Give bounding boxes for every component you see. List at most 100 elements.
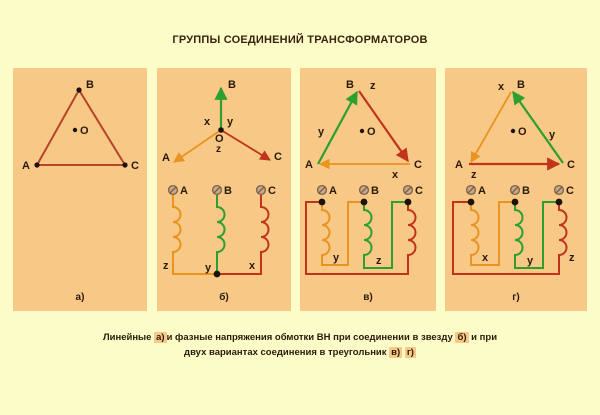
terminal-label-b: B	[371, 185, 379, 197]
star-end-label-y: y	[227, 116, 234, 128]
star-center-node	[218, 127, 224, 133]
vertex-label-c: C	[131, 160, 139, 172]
caption-line1-part1: Линейные	[102, 332, 152, 343]
coil-a	[470, 201, 515, 266]
coil-c	[305, 201, 417, 275]
coil-a-end-label: x	[482, 252, 489, 264]
coil-c-end-label: x	[249, 260, 256, 272]
delta-edge-label-x: x	[498, 81, 505, 93]
node-a	[318, 198, 326, 206]
terminal-label-c: C	[566, 185, 574, 197]
delta-vertex-b: B	[517, 79, 525, 91]
caption-tag-b: б)	[455, 332, 469, 343]
center-label-o: O	[518, 126, 527, 138]
delta-edge-cb	[512, 90, 564, 164]
terminal-a: A	[167, 184, 188, 197]
center-label-o: O	[80, 125, 89, 137]
delta-edge-label-y: y	[318, 126, 325, 138]
figure-caption: Линейные а)и фазные напряжения обмотки В…	[0, 330, 600, 360]
terminal-b: B	[509, 184, 530, 197]
node-b	[360, 198, 368, 206]
terminal-c: C	[255, 184, 276, 197]
panel-v-letter: в)	[363, 292, 373, 303]
vertex-dot-b	[76, 87, 82, 93]
terminal-c: C	[402, 184, 423, 197]
star-end-label-x: x	[204, 116, 211, 128]
coil-a	[321, 201, 364, 266]
star-tip-label-b: B	[228, 79, 236, 91]
caption-tag-g: г)	[404, 347, 416, 358]
terminal-label-b: B	[224, 185, 232, 197]
panel-a: A B C O а)	[13, 68, 147, 311]
delta-edge-label-z: z	[370, 80, 376, 92]
neutral-node	[213, 270, 221, 278]
panel-a-letter: а)	[75, 292, 85, 303]
center-dot-o	[510, 128, 516, 134]
panel-b-letter: б)	[219, 292, 229, 303]
caption-line1-part3: и при	[471, 332, 498, 343]
star-end-label-z: z	[216, 144, 221, 155]
terminal-label-b: B	[522, 185, 530, 197]
panel-v-diagram: O A B C y z x A B C	[305, 79, 423, 275]
panel-g-letter: г)	[512, 292, 520, 303]
delta-edge-label-z: z	[471, 169, 477, 181]
panel-a-vector-diagram: A B C O	[22, 79, 139, 172]
terminal-label-a: A	[180, 185, 188, 197]
star-center-label-o: O	[215, 133, 224, 145]
star-tip-label-c: C	[274, 151, 282, 163]
panel-g: O A B C x y z A B C	[445, 68, 587, 311]
terminal-label-a: A	[329, 185, 337, 197]
caption-line2-part1: двух вариантах соединения в треугольник	[184, 347, 387, 358]
terminal-a: A	[316, 184, 337, 197]
vertex-label-b: B	[86, 79, 94, 91]
coil-c	[217, 195, 270, 275]
coil-b	[363, 201, 408, 269]
vertex-dot-a	[34, 162, 40, 168]
coil-b-end-label: y	[205, 262, 212, 274]
coil-a-end-label: y	[333, 252, 340, 264]
terminal-b: B	[211, 184, 232, 197]
coil-a	[172, 195, 221, 275]
terminal-a: A	[465, 184, 486, 197]
delta-edge-label-y: y	[549, 129, 556, 141]
delta-edge-label-x: x	[392, 169, 399, 181]
delta-vertex-c: C	[567, 159, 575, 171]
node-c	[404, 198, 412, 206]
delta-vertex-c: C	[414, 159, 422, 171]
delta-edge-ab	[317, 90, 358, 165]
panel-b: B A C x y O z A B C	[157, 68, 291, 311]
coil-b	[514, 201, 559, 269]
vertex-dot-c	[122, 162, 128, 168]
coil-b	[216, 195, 226, 274]
page-title: ГРУППЫ СОЕДИНЕНИЙ ТРАНСФОРМАТОРОВ	[172, 34, 428, 46]
caption-tag-a: а)	[154, 332, 167, 343]
terminal-label-a: A	[478, 185, 486, 197]
terminal-b: B	[358, 184, 379, 197]
delta-vertex-a: A	[455, 159, 463, 171]
center-label-o: O	[367, 126, 376, 138]
caption-line1-part2: и фазные напряжения обмотки ВН при соеди…	[166, 332, 453, 343]
delta-edge-ba	[470, 91, 512, 163]
vertex-label-a: A	[22, 160, 30, 172]
node-b	[511, 198, 519, 206]
star-ray-c	[220, 129, 271, 161]
coil-a-end-label: z	[163, 260, 169, 272]
panel-g-diagram: O A B C x y z A B C	[452, 79, 575, 275]
center-dot-o	[359, 128, 365, 134]
triangle-outline	[35, 88, 127, 166]
center-dot-o	[72, 127, 78, 133]
terminal-label-c: C	[268, 185, 276, 197]
coil-c	[452, 201, 568, 275]
node-c	[555, 198, 563, 206]
star-ray-a	[173, 129, 222, 163]
coil-b-end-label: z	[376, 255, 382, 267]
star-tip-label-a: A	[162, 152, 170, 164]
terminal-label-c: C	[415, 185, 423, 197]
node-a	[467, 198, 475, 206]
panel-b-diagram: B A C x y O z A B C	[162, 79, 282, 278]
delta-vertex-b: B	[346, 79, 354, 91]
delta-edge-bc	[358, 90, 409, 163]
coil-b-end-label: y	[527, 255, 534, 267]
terminal-c: C	[553, 184, 574, 197]
